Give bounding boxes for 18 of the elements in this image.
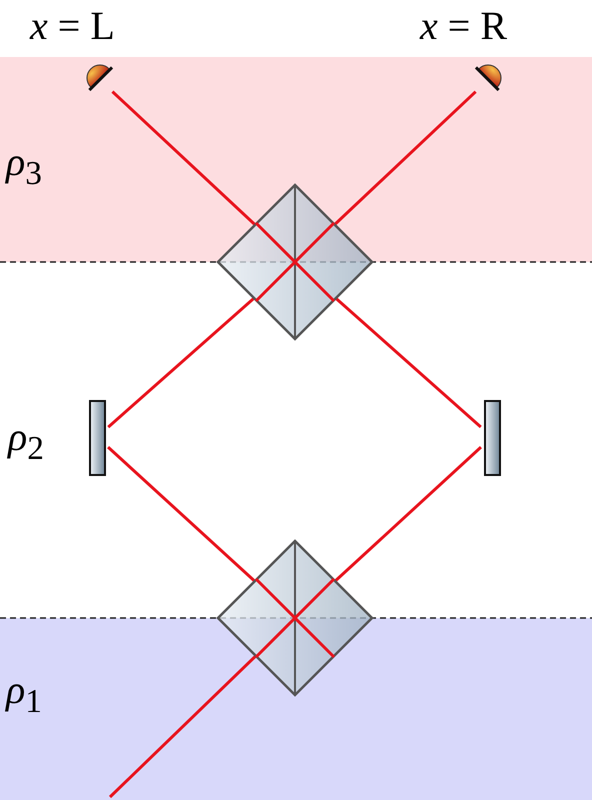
laser-beam [111,90,256,226]
density-label: ρ$_{3}$ [6,140,42,194]
beam-splitter [216,539,374,697]
position-label: x = L [30,4,115,48]
laser-beam [335,297,482,428]
laser-beam [108,655,257,798]
detector [474,64,502,92]
mirror [484,400,501,476]
laser-beam [107,446,256,582]
laser-beam [334,90,477,226]
laser-beam [107,297,255,428]
mirror [89,400,106,476]
density-label: ρ$_{2}$ [8,415,44,469]
position-label: x = R [420,4,508,48]
detector [86,64,114,92]
density-label: ρ$_{1}$ [6,668,42,722]
laser-beam [334,446,482,582]
beam-splitter [216,183,374,341]
